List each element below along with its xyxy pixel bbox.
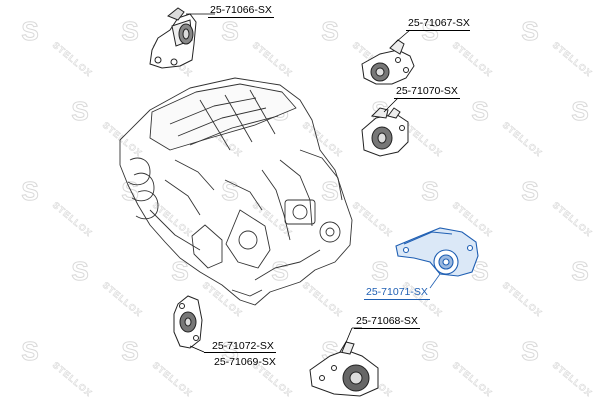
watermark-text: STELLOX: [251, 200, 295, 239]
mount-part-3[interactable]: [361, 107, 409, 157]
watermark-text: STELLOX: [151, 360, 195, 399]
watermark-text: STELLOX: [551, 360, 595, 399]
part-label-25-71072-sx[interactable]: 25-71072-SX: [212, 340, 274, 352]
watermark-logo: S: [321, 16, 338, 46]
watermark-logo: S: [521, 336, 538, 366]
watermark-text: STELLOX: [501, 120, 545, 159]
watermark-text: STELLOX: [251, 40, 295, 79]
mount-part-5[interactable]: [309, 341, 379, 397]
watermark-logo: S: [371, 256, 388, 286]
watermark-text: STELLOX: [51, 40, 95, 79]
part-label-25-71067-sx[interactable]: 25-71067-SX: [408, 17, 470, 29]
watermark-logo: S: [71, 256, 88, 286]
watermark-logo: S: [471, 96, 488, 126]
label-underline: [204, 352, 276, 353]
watermark-logo: S: [221, 336, 238, 366]
watermark-text: STELLOX: [501, 280, 545, 319]
watermark-logo: S: [321, 176, 338, 206]
watermark-logo: S: [421, 176, 438, 206]
watermark-text: STELLOX: [51, 360, 95, 399]
watermark-logo: S: [121, 16, 138, 46]
part-label-25-71071-sx[interactable]: 25-71071-SX: [366, 286, 428, 298]
watermark-text: STELLOX: [451, 40, 495, 79]
leader-line-selected: [429, 273, 441, 289]
watermark-logo: S: [571, 256, 588, 286]
part-label-25-71070-sx[interactable]: 25-71070-SX: [396, 85, 458, 97]
mount-part-6[interactable]: [173, 295, 203, 349]
watermark-text: STELLOX: [301, 280, 345, 319]
leader-lines: [186, 13, 411, 353]
watermark-logo: S: [21, 176, 38, 206]
watermark-logo: S: [521, 176, 538, 206]
mount-part-2[interactable]: [361, 39, 415, 85]
watermark-logo: S: [171, 256, 188, 286]
watermark-logo: S: [121, 336, 138, 366]
label-underline-selected: [364, 299, 430, 300]
mount-part-4-selected[interactable]: [395, 227, 479, 277]
part-label-25-71069-sx[interactable]: 25-71069-SX: [214, 356, 276, 368]
label-underline: [208, 17, 274, 18]
label-underline: [394, 98, 460, 99]
watermark-logo: S: [21, 336, 38, 366]
label-underline: [354, 328, 420, 329]
watermark-logo: S: [421, 336, 438, 366]
watermark-logo: S: [571, 96, 588, 126]
watermark-text: STELLOX: [551, 40, 595, 79]
part-label-25-71068-sx[interactable]: 25-71068-SX: [356, 315, 418, 327]
watermark-logo: S: [221, 16, 238, 46]
watermark-logo: S: [521, 16, 538, 46]
engine-block: [119, 77, 353, 306]
watermark-text: STELLOX: [101, 280, 145, 319]
watermark-logo: S: [71, 96, 88, 126]
part-label-25-71066-sx[interactable]: 25-71066-SX: [210, 4, 272, 16]
mount-part-1[interactable]: [149, 7, 197, 69]
watermark-text: STELLOX: [51, 200, 95, 239]
watermark-logo: S: [271, 256, 288, 286]
watermark-logo: S: [421, 16, 438, 46]
watermark-logo: S: [221, 176, 238, 206]
watermark-text: STELLOX: [451, 360, 495, 399]
watermark-text: STELLOX: [551, 200, 595, 239]
label-underline: [406, 30, 470, 31]
watermark-logo: S: [21, 16, 38, 46]
watermark-text: STELLOX: [351, 200, 395, 239]
watermark-text: STELLOX: [101, 120, 145, 159]
